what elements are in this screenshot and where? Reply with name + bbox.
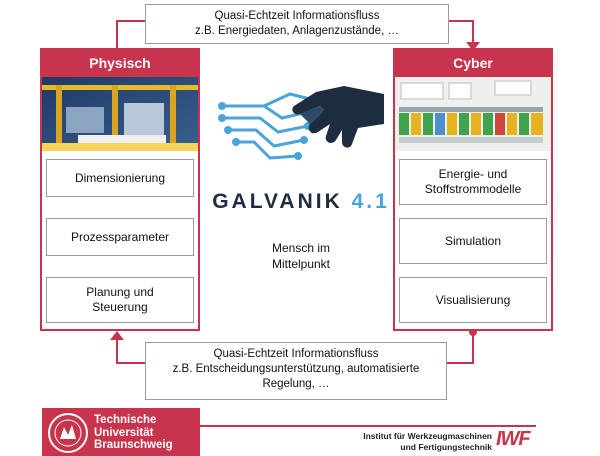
physical-column: Physisch Dimensionierung Prozessparamete… xyxy=(40,48,200,331)
human-hand-icon xyxy=(292,86,384,148)
bottom-left-connector-v xyxy=(116,338,118,364)
top-right-arrowhead xyxy=(466,42,480,51)
cyber-column-title: Cyber xyxy=(395,50,551,77)
institute-line1: Institut für Werkzeugmaschinen xyxy=(363,431,492,441)
top-left-connector-v xyxy=(116,20,118,50)
center-caption: Mensch im Mittelpunkt xyxy=(230,240,372,272)
galvanik-logo-text: GALVANIK 4.1 xyxy=(212,190,390,214)
bottom-information-flow: Quasi-Echtzeit Informationsfluss z.B. En… xyxy=(145,342,447,400)
tu-seal-icon xyxy=(48,413,88,453)
tu-braunschweig-logo: Technische Universität Braunschweig xyxy=(42,408,200,456)
bottom-left-connector-h xyxy=(116,362,146,364)
tu-name-line1: Technische xyxy=(94,414,157,426)
cyber-item-visualization: Visualisierung xyxy=(399,277,547,323)
galvanik-word: GALVANIK xyxy=(212,190,343,213)
top-flow-line2: z.B. Energiedaten, Anlagenzustände, … xyxy=(195,25,399,37)
top-flow-line1: Quasi-Echtzeit Informationsfluss xyxy=(214,10,380,22)
circuit-hand-icon xyxy=(220,92,316,160)
cyber-item-simulation: Simulation xyxy=(399,218,547,264)
physical-item-planning-control: Planung und Steuerung xyxy=(46,277,194,323)
factory-photo xyxy=(42,77,198,151)
top-right-connector-v xyxy=(472,20,474,46)
tu-name-line2: Universität xyxy=(94,426,154,439)
bottom-right-connector-h xyxy=(445,362,474,364)
physical-item-dimensioning: Dimensionierung xyxy=(46,159,194,197)
top-left-connector-h xyxy=(116,20,146,22)
galvanik-version: 4.1 xyxy=(351,190,390,213)
footer-divider xyxy=(200,425,536,427)
top-right-connector-h xyxy=(448,20,474,22)
institute-name: Institut für Werkzeugmaschinen und Ferti… xyxy=(300,431,492,452)
handshake-logo xyxy=(218,86,384,160)
top-information-flow: Quasi-Echtzeit Informationsfluss z.B. En… xyxy=(145,4,449,44)
cyber-column: Cyber Energie- und Stoffstrommodelle xyxy=(393,48,553,331)
bottom-right-connector-v xyxy=(472,330,474,364)
bottom-flow-line1: Quasi-Echtzeit Informationsfluss xyxy=(213,348,379,360)
physical-item-process-parameters: Prozessparameter xyxy=(46,218,194,256)
bottom-left-arrowhead xyxy=(110,331,124,340)
simulation-screenshot xyxy=(395,77,551,151)
tu-name-line3: Braunschweig xyxy=(94,439,173,451)
center-caption-line2: Mittelpunkt xyxy=(271,257,331,271)
iwf-logo-text: IWF xyxy=(496,428,531,450)
bottom-flow-line2: z.B. Entscheidungsunterstützung, automat… xyxy=(172,363,420,375)
iwf-logo: IWF xyxy=(496,428,540,450)
center-caption-line1: Mensch im xyxy=(271,241,330,255)
institute-line2: und Fertigungstechnik xyxy=(400,441,492,452)
physical-column-title: Physisch xyxy=(42,50,198,77)
bottom-flow-line3: Regelung, … xyxy=(262,378,330,390)
cyber-item-energy-material-models: Energie- und Stoffstrommodelle xyxy=(399,159,547,205)
